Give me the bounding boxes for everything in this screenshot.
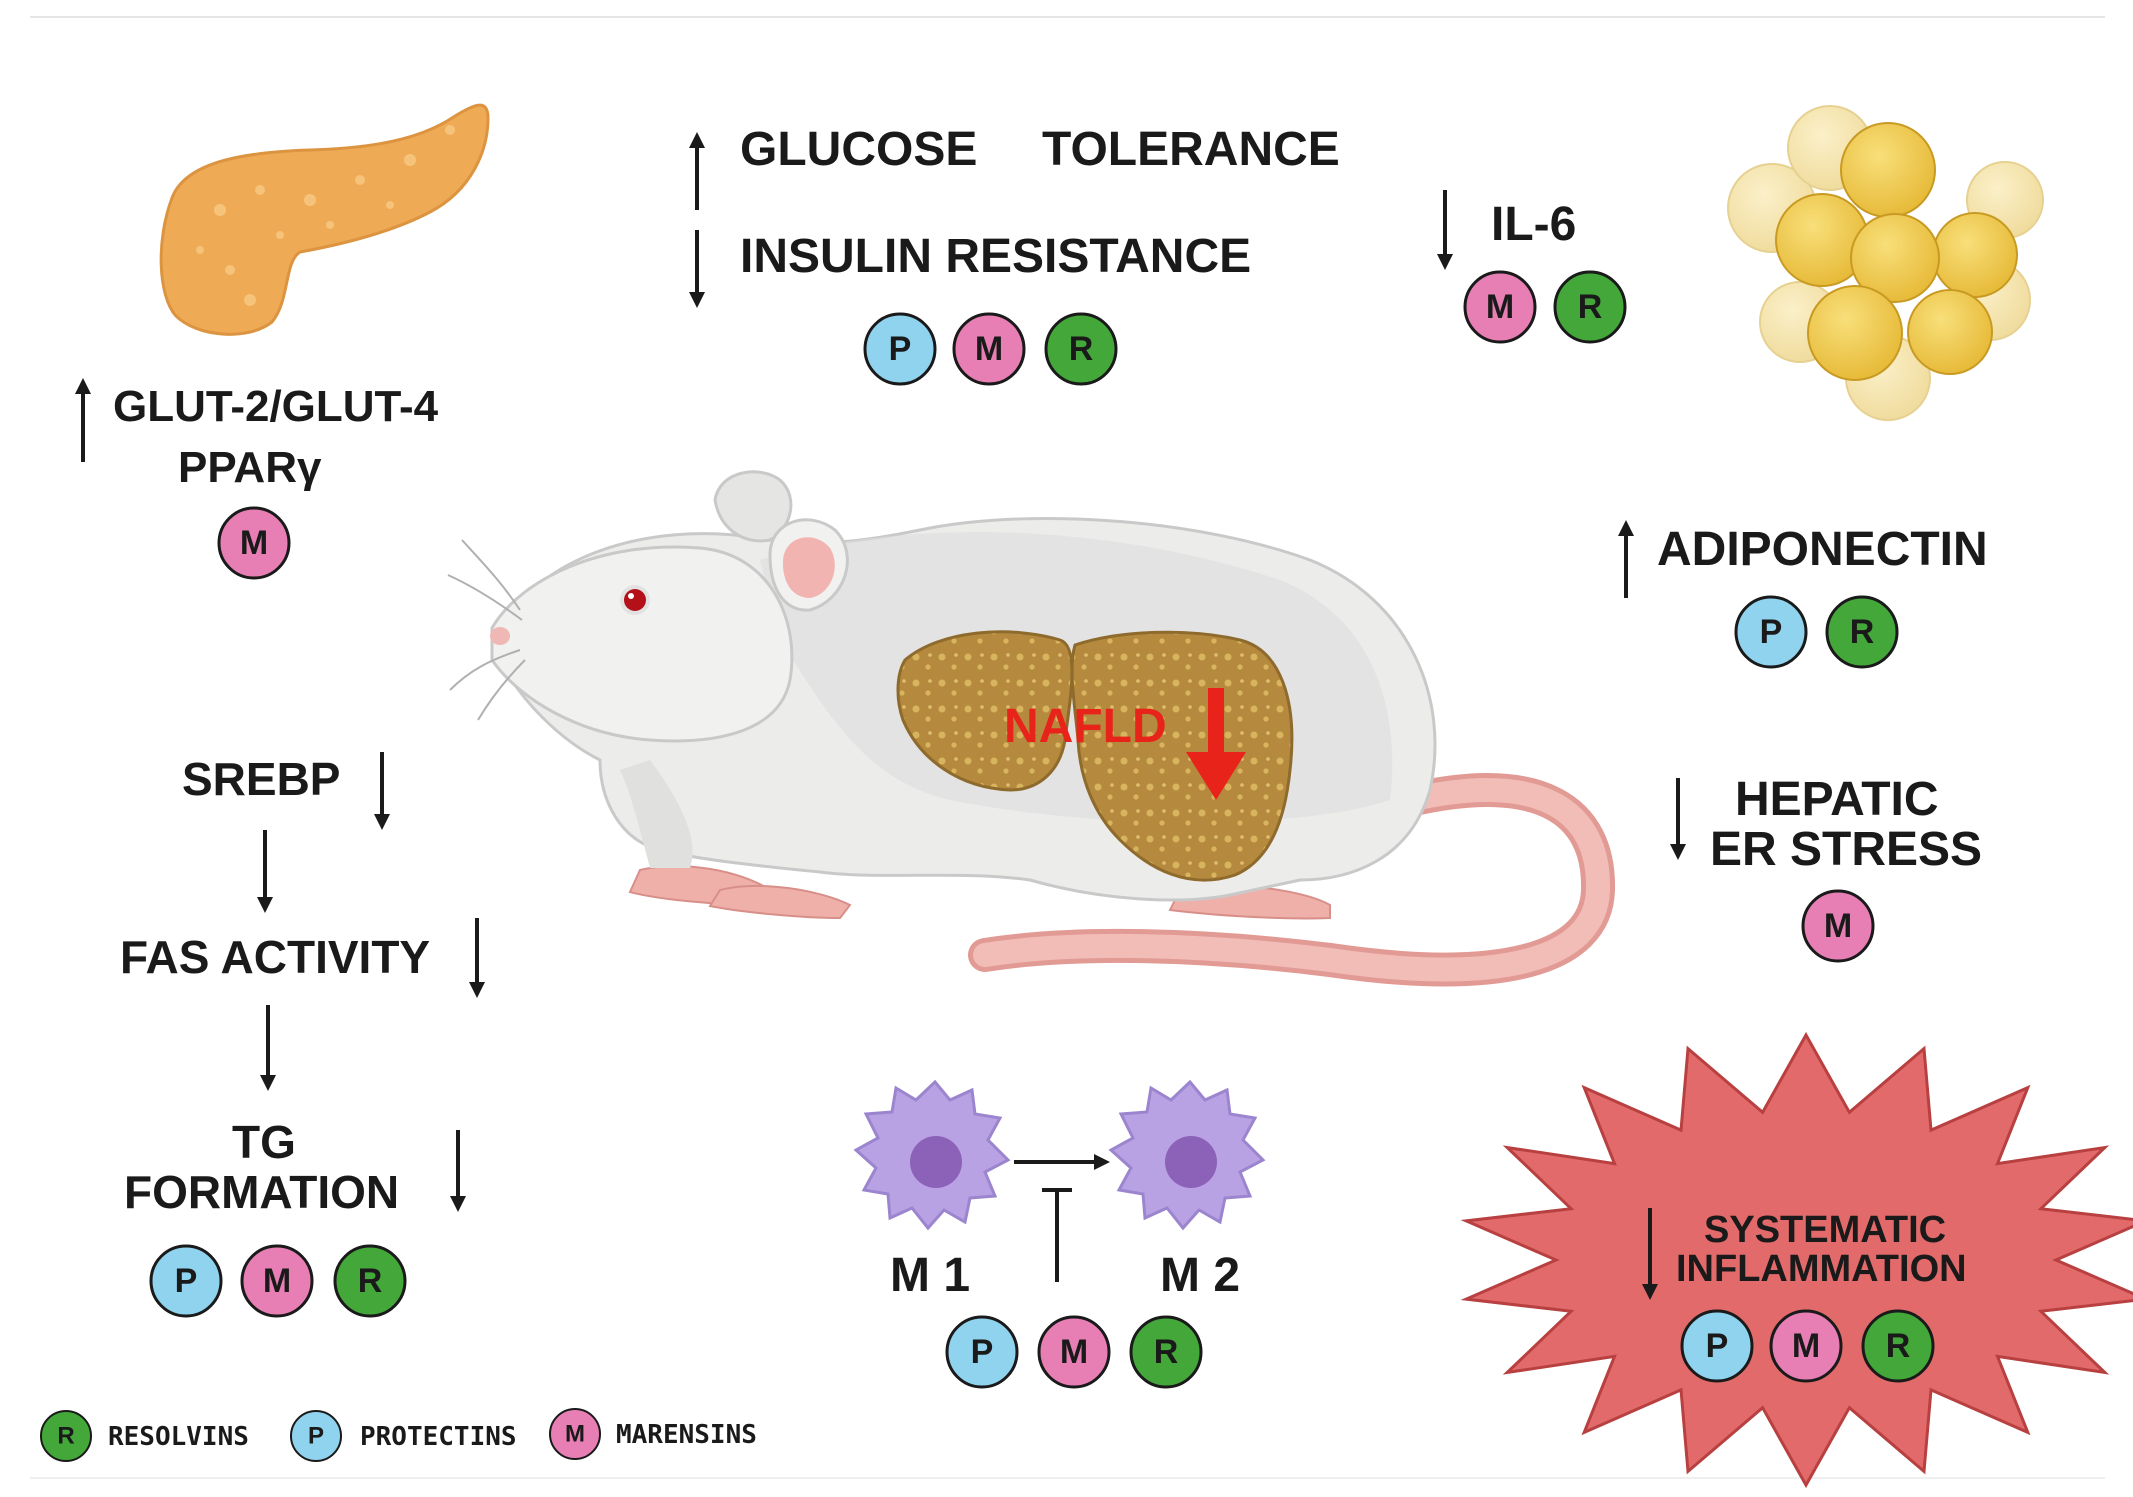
protectin-badge bbox=[1734, 595, 1808, 669]
svg-text:P: P bbox=[175, 1262, 198, 1300]
protectin-badge bbox=[1680, 1309, 1754, 1383]
resolvin-badge bbox=[1861, 1309, 1935, 1383]
legend-resolvins-label: RESOLVINS bbox=[108, 1422, 249, 1452]
resolvin-badge bbox=[1553, 270, 1627, 344]
m2-label: M 2 bbox=[1160, 1249, 1240, 1302]
formation-label: FORMATION bbox=[124, 1166, 399, 1218]
resolvin-badge bbox=[1129, 1315, 1203, 1389]
glut-badge-group: M bbox=[217, 506, 291, 580]
inhibition-bar-icon bbox=[1042, 1188, 1072, 1282]
glut-label: GLUT-2/GLUT-4 bbox=[113, 382, 439, 431]
resolvin-badge bbox=[1825, 595, 1899, 669]
legend-protectins-label: PROTECTINS bbox=[360, 1422, 517, 1452]
svg-text:M: M bbox=[1060, 1333, 1088, 1371]
insulin-resistance-label: INSULIN RESISTANCE bbox=[740, 230, 1251, 283]
svg-text:R: R bbox=[1154, 1333, 1179, 1371]
svg-text:R: R bbox=[358, 1262, 383, 1300]
protectin-badge bbox=[945, 1315, 1019, 1389]
srebp-label: SREBP bbox=[182, 753, 340, 805]
svg-text:R: R bbox=[57, 1423, 74, 1450]
svg-text:M: M bbox=[975, 330, 1003, 368]
macrophage-m2-icon bbox=[1108, 1079, 1266, 1231]
nafld-down-arrow-icon bbox=[1186, 688, 1246, 800]
resolvin-badge bbox=[1044, 312, 1118, 386]
marensin-badge bbox=[952, 312, 1026, 386]
il6-badge-group: M R bbox=[1463, 270, 1627, 344]
svg-text:M: M bbox=[565, 1421, 585, 1448]
svg-text:P: P bbox=[308, 1423, 324, 1450]
glucose-label: GLUCOSE bbox=[740, 123, 977, 176]
inflammation-label: INFLAMMATION bbox=[1676, 1248, 1967, 1290]
svg-text:M: M bbox=[1486, 288, 1514, 326]
liver-icon bbox=[896, 630, 1294, 882]
svg-text:P: P bbox=[889, 330, 912, 368]
nafld-label: NAFLD bbox=[1004, 700, 1167, 753]
protectin-badge bbox=[863, 312, 937, 386]
macrophage-m1-icon bbox=[853, 1079, 1011, 1231]
er-stress-badge-group: M bbox=[1801, 889, 1875, 963]
adipose-tissue-icon bbox=[1727, 105, 2044, 421]
legend-resolvin-badge bbox=[40, 1410, 92, 1462]
tolerance-label: TOLERANCE bbox=[1042, 123, 1340, 176]
svg-text:M: M bbox=[1792, 1327, 1820, 1365]
adiponectin-label: ADIPONECTIN bbox=[1657, 523, 1988, 576]
marensin-badge bbox=[217, 506, 291, 580]
marensin-badge bbox=[1037, 1315, 1111, 1389]
marensin-badge bbox=[1463, 270, 1537, 344]
protectin-badge bbox=[149, 1244, 223, 1318]
starburst-icon bbox=[1460, 1031, 2133, 1489]
ppar-label: PPARγ bbox=[178, 443, 322, 492]
adiponectin-badge-group: P R bbox=[1734, 595, 1899, 669]
resolvin-badge bbox=[333, 1244, 407, 1318]
systematic-label: SYSTEMATIC bbox=[1704, 1209, 1946, 1251]
insulin-badge-group: P M R bbox=[863, 312, 1118, 386]
svg-text:M: M bbox=[240, 524, 268, 562]
tg-label: TG bbox=[232, 1116, 296, 1168]
legend: R RESOLVINS P PROTECTINS M MARENSINS bbox=[40, 1408, 757, 1462]
svg-text:M: M bbox=[263, 1262, 291, 1300]
marensin-badge bbox=[1801, 889, 1875, 963]
pancreas-icon bbox=[159, 103, 490, 336]
svg-text:R: R bbox=[1886, 1327, 1911, 1365]
tg-badge-group: P M R bbox=[149, 1244, 407, 1318]
il6-label: IL-6 bbox=[1491, 198, 1576, 251]
svg-text:P: P bbox=[1760, 613, 1783, 651]
legend-protectin-badge bbox=[290, 1410, 342, 1462]
svg-text:R: R bbox=[1069, 330, 1094, 368]
er-stress-label: ER STRESS bbox=[1710, 823, 1982, 876]
m1-label: M 1 bbox=[890, 1249, 970, 1302]
marensin-badge bbox=[1769, 1309, 1843, 1383]
legend-marensins-label: MARENSINS bbox=[616, 1420, 757, 1450]
fas-activity-label: FAS ACTIVITY bbox=[120, 931, 430, 983]
macrophage-badge-group: P M R bbox=[945, 1315, 1203, 1389]
svg-text:M: M bbox=[1824, 907, 1852, 945]
hepatic-label: HEPATIC bbox=[1735, 773, 1939, 826]
svg-text:R: R bbox=[1850, 613, 1875, 651]
svg-text:R: R bbox=[1578, 288, 1603, 326]
marensin-badge bbox=[240, 1244, 314, 1318]
legend-marensin-badge bbox=[549, 1408, 601, 1460]
svg-text:P: P bbox=[1706, 1327, 1729, 1365]
inflammation-badge-group: P M R bbox=[1680, 1309, 1935, 1383]
svg-text:P: P bbox=[971, 1333, 994, 1371]
